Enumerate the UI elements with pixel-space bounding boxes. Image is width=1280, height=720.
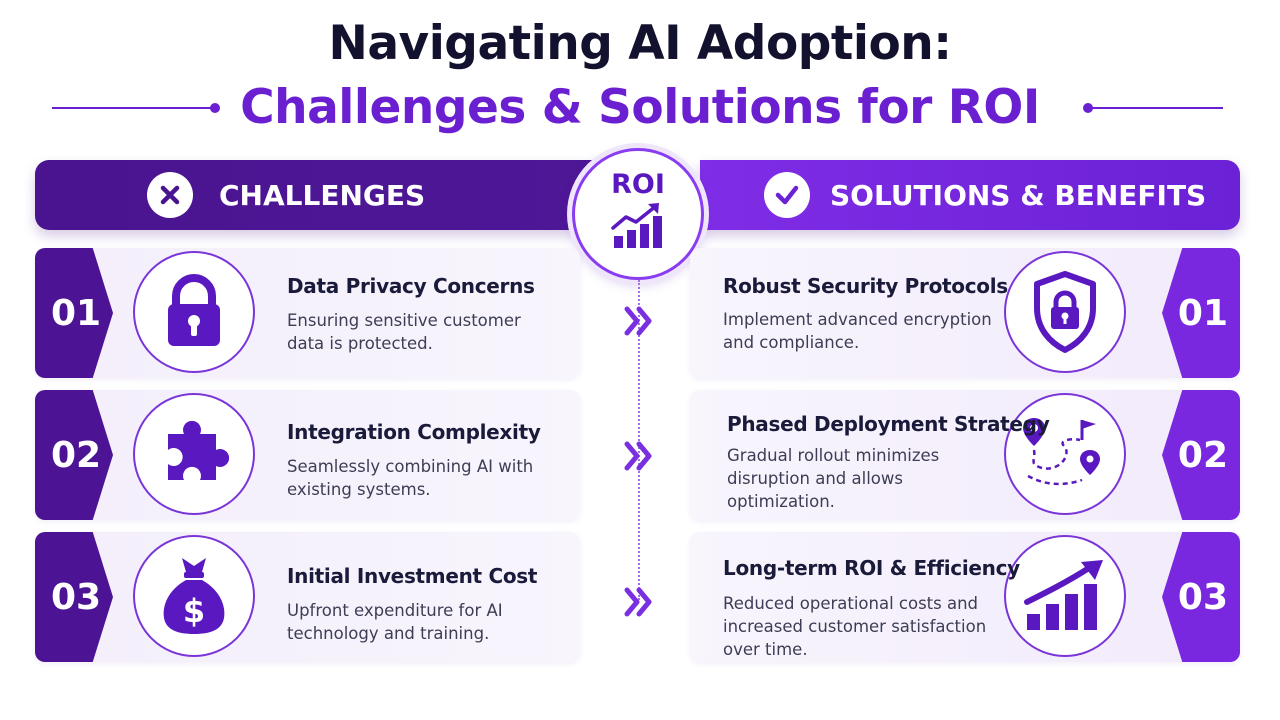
- lock-icon: [133, 251, 255, 373]
- title-divider-left: [52, 107, 214, 109]
- solution-number: 03: [1162, 532, 1240, 662]
- roi-badge-label: ROI: [611, 169, 665, 200]
- challenge-card-2: 02 Integration Complexity Seamlessly com…: [35, 390, 580, 520]
- page-subtitle: Challenges & Solutions for ROI: [240, 80, 1040, 135]
- title-divider-right: [1087, 107, 1223, 109]
- solution-card-1: 01 Robust Security Protocols Implement a…: [690, 248, 1240, 378]
- puzzle-piece-icon: [133, 393, 255, 515]
- challenge-number: 01: [35, 248, 113, 378]
- challenge-number: 02: [35, 390, 113, 520]
- solutions-header: SOLUTIONS & BENEFITS: [700, 160, 1240, 230]
- x-circle-icon: [147, 172, 193, 218]
- challenge-card-1: 01 Data Privacy Concerns Ensuring sensit…: [35, 248, 580, 378]
- solution-title: Phased Deployment Strategy: [727, 412, 1050, 436]
- challenge-title: Data Privacy Concerns: [287, 274, 535, 298]
- roi-chart-icon: [611, 203, 662, 248]
- double-chevron-right-icon: [624, 306, 652, 336]
- challenge-description: Seamlessly combining AI with existing sy…: [287, 457, 534, 499]
- solutions-header-label: SOLUTIONS & BENEFITS: [830, 178, 1207, 212]
- solution-card-2: 02 Phased Deployment Strategy Gradual ro…: [690, 390, 1240, 520]
- double-chevron-right-icon: [624, 441, 652, 471]
- title-divider-left-dot: [210, 103, 220, 113]
- growth-chart-icon: [1004, 535, 1126, 657]
- svg-text:$: $: [183, 592, 205, 630]
- solution-title: Long-term ROI & Efficiency: [723, 556, 1020, 580]
- solution-description: Gradual rollout minimizes disruption and…: [727, 446, 940, 511]
- shield-lock-icon: [1004, 251, 1126, 373]
- solution-description: Reduced operational costs and increased …: [723, 594, 987, 659]
- challenges-header: CHALLENGES: [35, 160, 610, 230]
- challenge-card-3: 03 $ Initial Investment Cost Upfront exp…: [35, 532, 580, 662]
- money-bag-icon: $: [133, 535, 255, 657]
- center-connector-line: [638, 280, 640, 600]
- challenge-description: Ensuring sensitive customer data is prot…: [287, 311, 521, 353]
- route-map-icon: [1004, 393, 1126, 515]
- solution-title: Robust Security Protocols: [723, 274, 1008, 298]
- solution-card-3: 03 Long-term ROI & Efficiency Reduced op…: [690, 532, 1240, 662]
- challenges-header-label: CHALLENGES: [219, 178, 426, 212]
- roi-badge: ROI: [572, 148, 704, 280]
- challenge-number: 03: [35, 532, 113, 662]
- page-title: Navigating AI Adoption:: [328, 16, 953, 71]
- double-chevron-right-icon: [624, 587, 652, 617]
- challenge-title: Initial Investment Cost: [287, 564, 538, 588]
- title-divider-right-dot: [1083, 103, 1093, 113]
- solution-number: 02: [1162, 390, 1240, 520]
- solution-description: Implement advanced encryption and compli…: [723, 310, 992, 352]
- challenge-title: Integration Complexity: [287, 420, 541, 444]
- challenge-description: Upfront expenditure for AI technology an…: [287, 601, 503, 643]
- solution-number: 01: [1162, 248, 1240, 378]
- check-circle-icon: [764, 172, 810, 218]
